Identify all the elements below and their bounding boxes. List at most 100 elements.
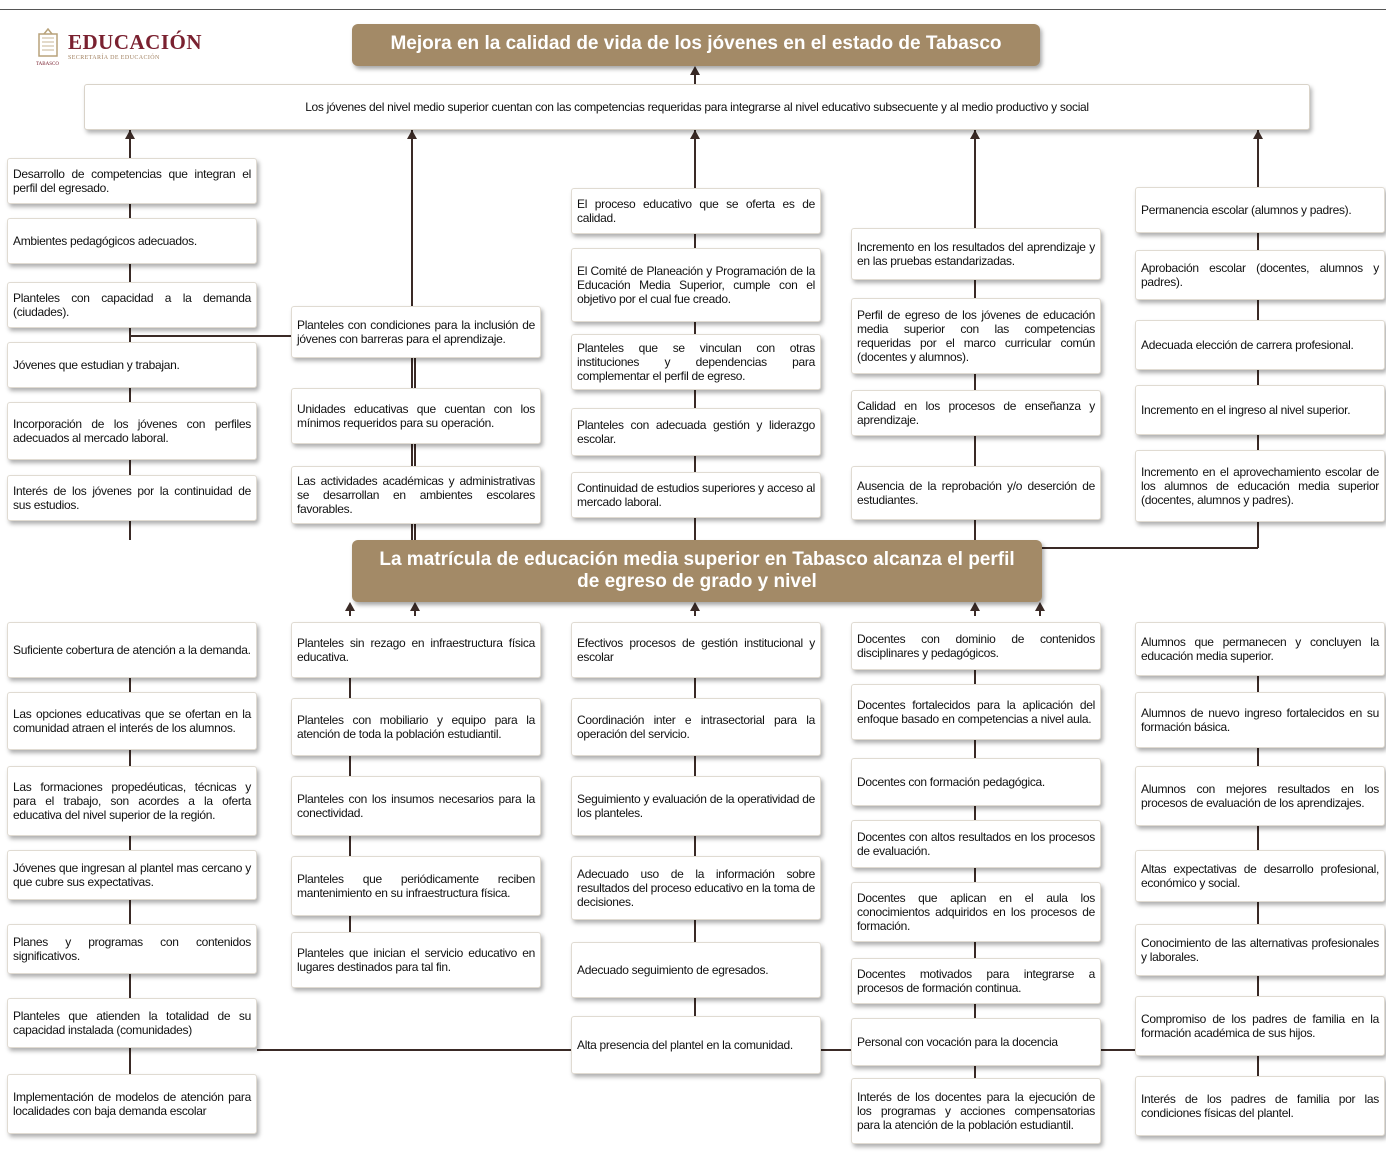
lower-col5-box-3: Alumnos con mejores resultados en los pr… [1135,766,1385,826]
lower-col3-box-6: Alta presencia del plantel en la comunid… [571,1016,821,1074]
lower-col4-box-2: Docentes fortalecidos para la aplicación… [851,684,1101,740]
upper-col4-box-3: Calidad en los procesos de enseñanza y a… [851,390,1101,436]
logo-state: TABASCO [36,62,59,67]
upper-col2-box-2: Unidades educativas que cuentan con los … [291,388,541,444]
lower-col5-box-1: Alumnos que permanecen y concluyen la ed… [1135,622,1385,676]
lower-col4-box-4: Docentes con altos resultados en los pro… [851,820,1101,868]
box-text: Coordinación inter e intrasectorial para… [577,713,815,741]
lower-col2-box-1: Planteles sin rezago en infraestructura … [291,622,541,678]
lower-col4-box-6: Docentes motivados para integrarse a pro… [851,958,1101,1004]
arrow-head-icon [1253,130,1263,139]
upper-col1-box-6: Interés de los jóvenes por la continuida… [7,475,257,521]
central-problem-banner: La matrícula de educación media superior… [352,540,1042,602]
lower-col1-box-4: Jóvenes que ingresan al plantel mas cerc… [7,850,257,900]
lower-col1-box-5: Planes y programas con contenidos signif… [7,924,257,974]
lower-col3-box-3: Seguimiento y evaluación de la operativi… [571,776,821,836]
lower-col4-box-1: Docentes con dominio de contenidos disci… [851,622,1101,670]
box-text: Docentes con formación pedagógica. [857,775,1045,789]
arrow-head-icon [407,130,417,139]
box-text: Planteles con mobiliario y equipo para l… [297,713,535,741]
lower-col3-box-4: Adecuado uso de la información sobre res… [571,856,821,920]
box-text: Adecuado uso de la información sobre res… [577,867,815,909]
lower-col1-box-1: Suficiente cobertura de atención a la de… [7,622,257,678]
lower-col4-box-8: Interés de los docentes para la ejecució… [851,1078,1101,1144]
box-text: Unidades educativas que cuentan con los … [297,402,535,430]
box-text: Implementación de modelos de atención pa… [13,1090,251,1118]
lower-col3-box-1: Efectivos procesos de gestión institucio… [571,622,821,678]
box-text: Planes y programas con contenidos signif… [13,935,251,963]
box-text: Personal con vocación para la docencia [857,1035,1058,1049]
box-text: Aprobación escolar (docentes, alumnos y … [1141,261,1379,289]
logo-title: EDUCACIÓN [68,30,203,54]
arrow-head-icon [690,602,700,611]
box-text: Las actividades académicas y administrat… [297,474,535,516]
box-text: Planteles que se vinculan con otras inst… [577,341,815,383]
lower-col2-box-2: Planteles con mobiliario y equipo para l… [291,698,541,756]
lower-col4-box-7: Personal con vocación para la docencia [851,1018,1101,1066]
box-text: Permanencia escolar (alumnos y padres). [1141,203,1352,217]
box-text: Alumnos que permanecen y concluyen la ed… [1141,635,1379,663]
arrow-head-icon [690,130,700,139]
upper-col2-box-3: Las actividades académicas y administrat… [291,466,541,524]
box-text: El proceso educativo que se oferta es de… [577,197,815,225]
education-logo: EDUCACIÓN SECRETARÍA DE EDUCACIÓN TABASC… [32,28,252,76]
box-text: Suficiente cobertura de atención a la de… [13,643,251,657]
upper-col2-box-1: Planteles con condiciones para la inclus… [291,306,541,358]
box-text: Planteles que inician el servicio educat… [297,946,535,974]
box-text: Conocimiento de las alternativas profesi… [1141,936,1379,964]
arrow-head-icon [1035,602,1045,611]
box-text: Seguimiento y evaluación de la operativi… [577,792,815,820]
box-text: Desarrollo de competencias que integran … [13,167,251,195]
box-text: Alumnos de nuevo ingreso fortalecidos en… [1141,706,1379,734]
lower-col2-box-4: Planteles que periódicamente reciben man… [291,856,541,916]
coat-of-arms-icon [38,28,58,57]
upper-col4-box-4: Ausencia de la reprobación y/o deserción… [851,466,1101,520]
box-text: Adecuada elección de carrera profesional… [1141,338,1354,352]
box-text: Alumnos con mejores resultados en los pr… [1141,782,1379,810]
logo-subtitle: SECRETARÍA DE EDUCACIÓN [68,55,160,61]
upper-col3-box-5: Continuidad de estudios superiores y acc… [571,472,821,518]
lower-col4-box-5: Docentes que aplican en el aula los cono… [851,882,1101,942]
box-text: Calidad en los procesos de enseñanza y a… [857,399,1095,427]
upper-col5-box-3: Adecuada elección de carrera profesional… [1135,320,1385,370]
box-text: Docentes motivados para integrarse a pro… [857,967,1095,995]
arrow-head-icon [970,602,980,611]
lower-col5-box-7: Interés de los padres de familia por las… [1135,1076,1385,1136]
box-text: Planteles que periódicamente reciben man… [297,872,535,900]
box-text: Continuidad de estudios superiores y acc… [577,481,815,509]
box-text: Planteles con los insumos necesarios par… [297,792,535,820]
upper-col5-box-1: Permanencia escolar (alumnos y padres). [1135,187,1385,233]
box-text: Interés de los docentes para la ejecució… [857,1090,1095,1132]
upper-col1-box-2: Ambientes pedagógicos adecuados. [7,218,257,264]
arrow-head-icon [125,130,135,139]
box-text: Planteles sin rezago en infraestructura … [297,636,535,664]
lower-col3-box-5: Adecuado seguimiento de egresados. [571,942,821,998]
box-text: Docentes que aplican en el aula los cono… [857,891,1095,933]
upper-col1-box-5: Incorporación de los jóvenes con perfile… [7,402,257,460]
box-text: Planteles con adecuada gestión y lideraz… [577,418,815,446]
box-text: Planteles con capacidad a la demanda (ci… [13,291,251,319]
lower-col3-box-2: Coordinación inter e intrasectorial para… [571,698,821,756]
lower-col1-box-2: Las opciones educativas que se ofertan e… [7,692,257,750]
upper-col5-box-4: Incremento en el ingreso al nivel superi… [1135,385,1385,435]
box-text: Ambientes pedagógicos adecuados. [13,234,197,248]
box-text: Alta presencia del plantel en la comunid… [577,1038,793,1052]
arrow-head-icon [970,130,980,139]
lower-col1-box-7: Implementación de modelos de atención pa… [7,1074,257,1134]
upper-col3-box-3: Planteles que se vinculan con otras inst… [571,334,821,390]
lower-col5-box-4: Altas expectativas de desarrollo profesi… [1135,850,1385,902]
top-border-line [0,9,1386,10]
lower-col5-box-5: Conocimiento de las alternativas profesi… [1135,924,1385,976]
box-text: Ausencia de la reprobación y/o deserción… [857,479,1095,507]
upper-col3-box-1: El proceso educativo que se oferta es de… [571,188,821,234]
box-text: Incremento en el aprovechamiento escolar… [1141,465,1379,507]
upper-col4-box-1: Incremento en los resultados del aprendi… [851,228,1101,280]
box-text: Las formaciones propedéuticas, técnicas … [13,780,251,822]
box-text: Incremento en los resultados del aprendi… [857,240,1095,268]
upper-col1-box-1: Desarrollo de competencias que integran … [7,158,257,204]
upper-col4-box-2: Perfil de egreso de los jóvenes de educa… [851,298,1101,374]
box-text: Jóvenes que estudian y trabajan. [13,358,180,372]
box-text: Perfil de egreso de los jóvenes de educa… [857,308,1095,364]
box-text: Efectivos procesos de gestión institucio… [577,636,815,664]
lower-col4-box-3: Docentes con formación pedagógica. [851,758,1101,806]
